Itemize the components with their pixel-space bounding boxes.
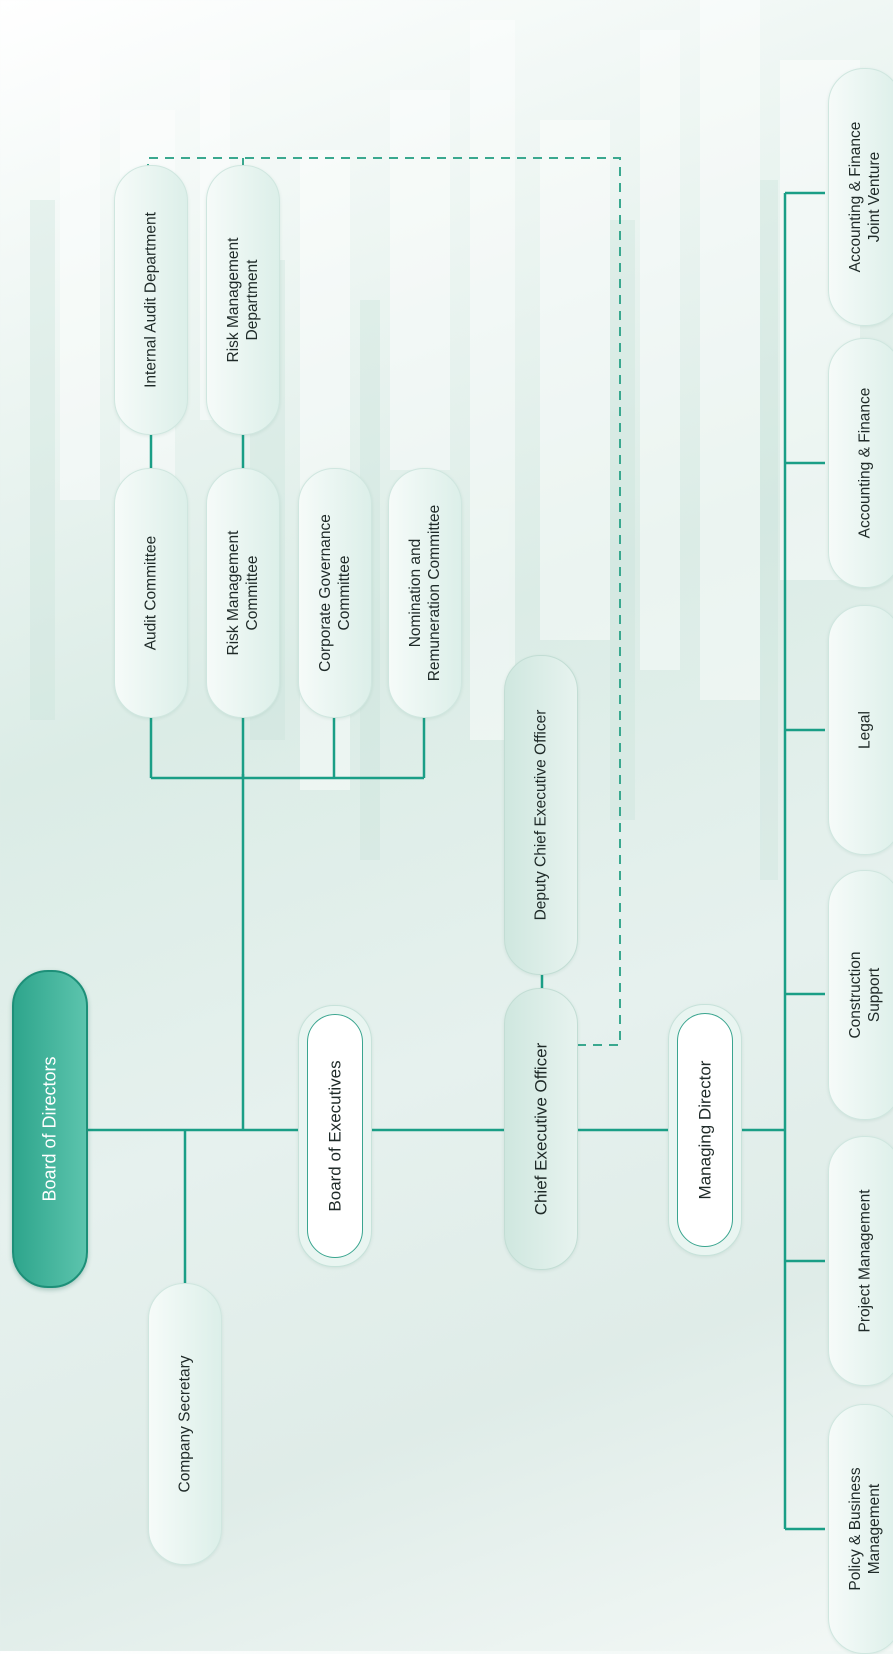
accounting-finance-node[interactable]: Accounting & Finance [828, 338, 893, 588]
deputy-ceo-label: Deputy Chief Executive Officer [532, 709, 550, 921]
project-management-node[interactable]: Project Management [828, 1136, 893, 1386]
risk-management-committee-node[interactable]: Risk Management Committee [206, 468, 280, 718]
policy-business-management-node[interactable]: Policy & Business Management [828, 1404, 893, 1654]
connector-dashed-ceo-audit [147, 157, 621, 1046]
board-of-directors-label: Board of Directors [39, 1056, 60, 1202]
construction-support-node[interactable]: Construction Support [828, 870, 893, 1120]
audit-committee-node[interactable]: Audit Committee [114, 468, 188, 718]
nomination-remuneration-committee-label: Nomination and Remuneration Committee [407, 504, 443, 682]
accounting-finance-label: Accounting & Finance [856, 387, 874, 539]
board-of-executives-label: Board of Executives [325, 1060, 345, 1212]
accounting-finance-jv-label: Accounting & Finance Joint Venture [847, 121, 883, 273]
nomination-remuneration-committee-node[interactable]: Nomination and Remuneration Committee [388, 468, 462, 718]
risk-management-department-node[interactable]: Risk Management Department [206, 165, 280, 435]
risk-management-committee-label: Risk Management Committee [225, 530, 261, 656]
internal-audit-department-node[interactable]: Internal Audit Department [114, 165, 188, 435]
construction-support-label: Construction Support [847, 951, 883, 1039]
accounting-finance-jv-node[interactable]: Accounting & Finance Joint Venture [828, 68, 893, 326]
chief-executive-officer-label: Chief Executive Officer [531, 1042, 551, 1216]
corporate-governance-committee-label: Corporate Governance Committee [317, 514, 353, 672]
legal-label: Legal [856, 711, 874, 749]
audit-committee-label: Audit Committee [142, 535, 160, 651]
risk-management-department-label: Risk Management Department [225, 237, 261, 363]
internal-audit-department-label: Internal Audit Department [142, 212, 160, 388]
policy-business-management-label: Policy & Business Management [847, 1467, 883, 1591]
company-secretary-node[interactable]: Company Secretary [148, 1283, 222, 1565]
corporate-governance-committee-node[interactable]: Corporate Governance Committee [298, 468, 372, 718]
managing-director-label: Managing Director [695, 1060, 715, 1200]
company-secretary-label: Company Secretary [176, 1355, 194, 1493]
board-of-directors-node[interactable]: Board of Directors [12, 970, 88, 1288]
deputy-ceo-node[interactable]: Deputy Chief Executive Officer [504, 655, 578, 975]
board-of-executives-node[interactable]: Board of Executives [298, 1005, 372, 1267]
project-management-label: Project Management [856, 1189, 874, 1333]
legal-node[interactable]: Legal [828, 605, 893, 855]
chief-executive-officer-node[interactable]: Chief Executive Officer [504, 988, 578, 1270]
managing-director-node[interactable]: Managing Director [668, 1004, 742, 1256]
